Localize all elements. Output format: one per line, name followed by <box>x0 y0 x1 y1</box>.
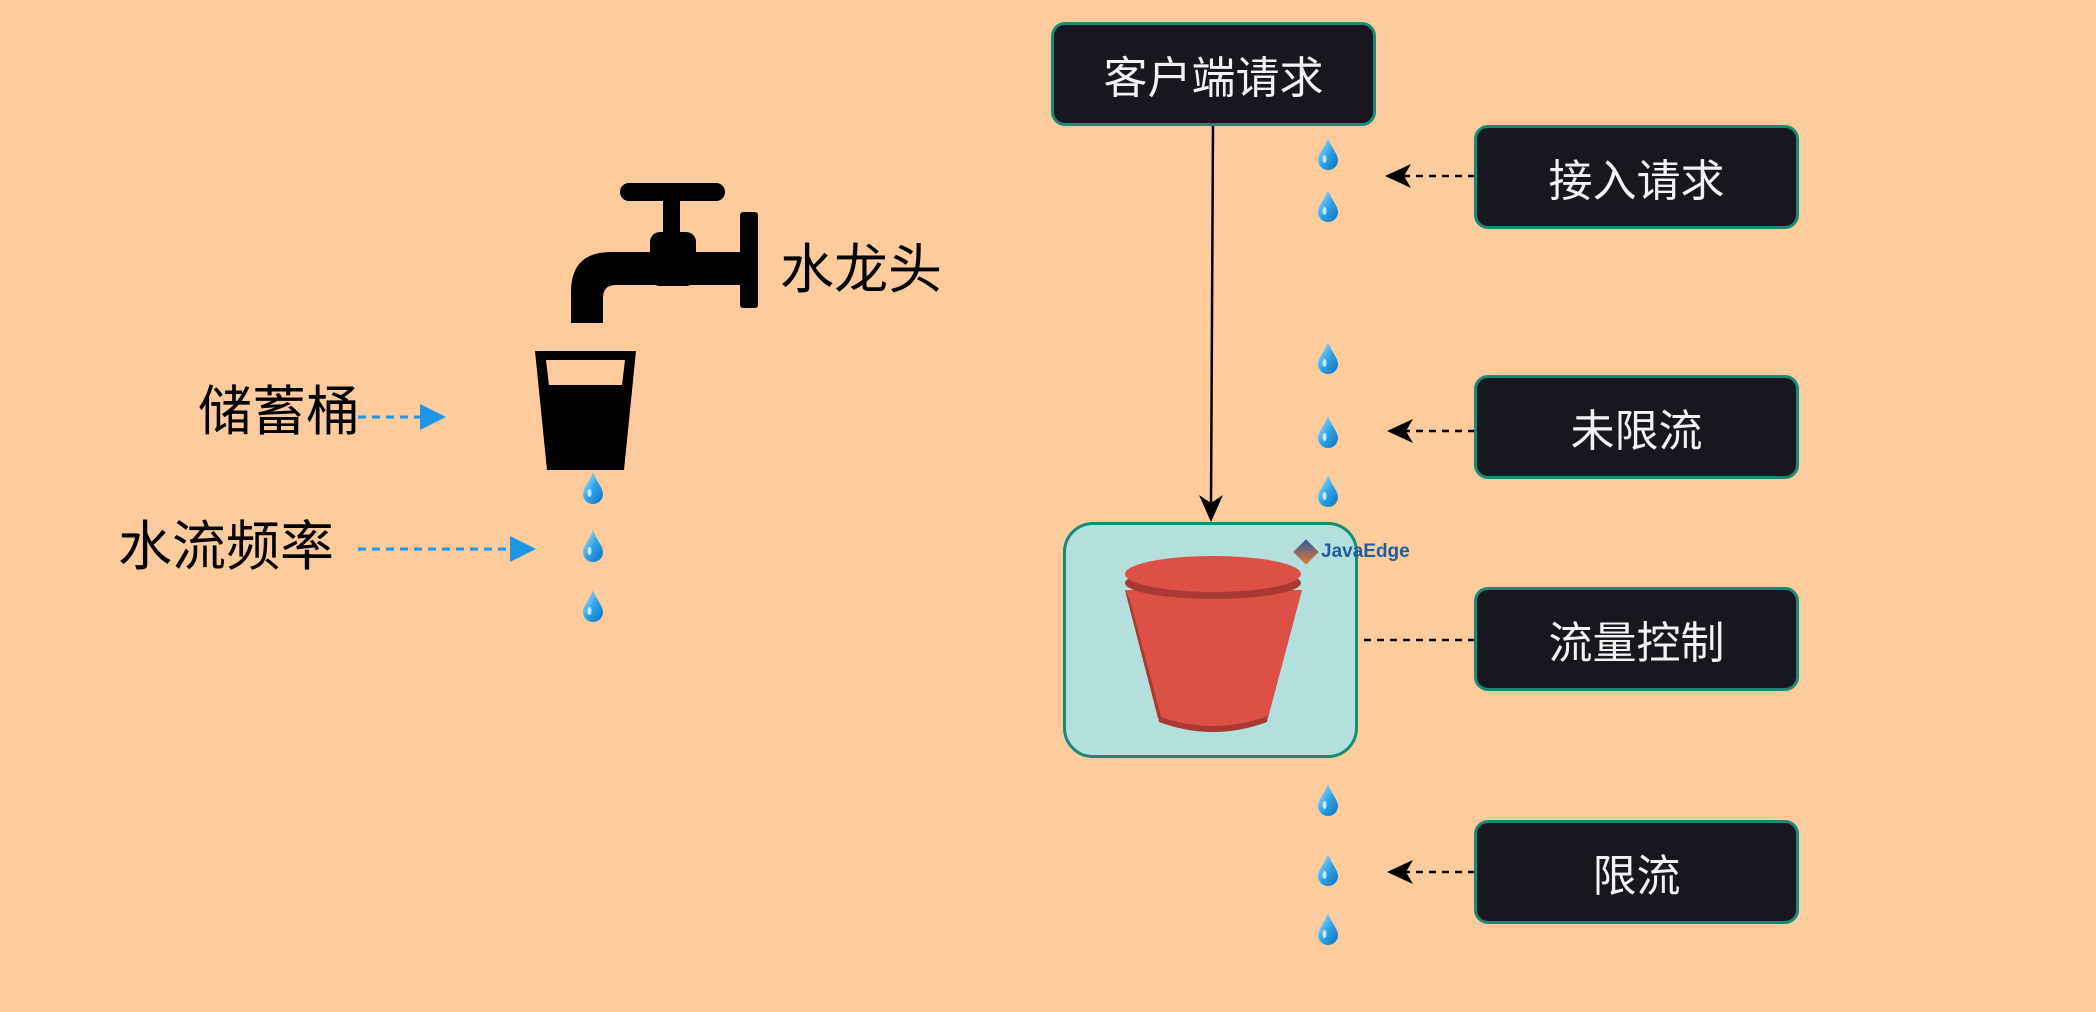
water-drop-icon <box>583 590 603 622</box>
accept-request-box: 接入请求 <box>1474 125 1799 229</box>
faucet-icon <box>571 183 758 323</box>
watermark: JavaEdge <box>1293 539 1410 565</box>
watermark-logo-icon <box>1293 539 1319 565</box>
limited-arrow <box>1387 860 1475 884</box>
faucet-label: 水龙头 <box>780 238 942 301</box>
water-drop-icon <box>1318 475 1338 507</box>
water-drop-icon <box>1318 190 1338 222</box>
client-to-bucket-arrow <box>1199 125 1223 522</box>
water-drop-icon <box>583 472 603 504</box>
accept-request-arrow <box>1385 164 1475 188</box>
water-drop-icon <box>1318 138 1338 170</box>
flow-control-box: 流量控制 <box>1474 587 1799 691</box>
water-drop-icon <box>1318 913 1338 945</box>
bucket-label: 储蓄桶 <box>198 380 360 443</box>
not-limited-arrow <box>1387 419 1475 443</box>
flow-rate-label: 水流频率 <box>118 515 334 578</box>
water-drop-icon <box>1318 342 1338 374</box>
not-limited-box: 未限流 <box>1474 375 1799 479</box>
water-drop-icon <box>583 530 603 562</box>
water-drop-icon <box>1318 854 1338 886</box>
client-request-box: 客户端请求 <box>1051 22 1376 126</box>
flow-label-arrow <box>358 536 536 562</box>
limited-box: 限流 <box>1474 820 1799 924</box>
watermark-text: JavaEdge <box>1321 541 1410 562</box>
cup-icon <box>535 351 636 470</box>
water-drop-icon <box>1318 416 1338 448</box>
bucket-label-arrow <box>358 404 446 430</box>
water-drop-icon <box>1318 784 1338 816</box>
